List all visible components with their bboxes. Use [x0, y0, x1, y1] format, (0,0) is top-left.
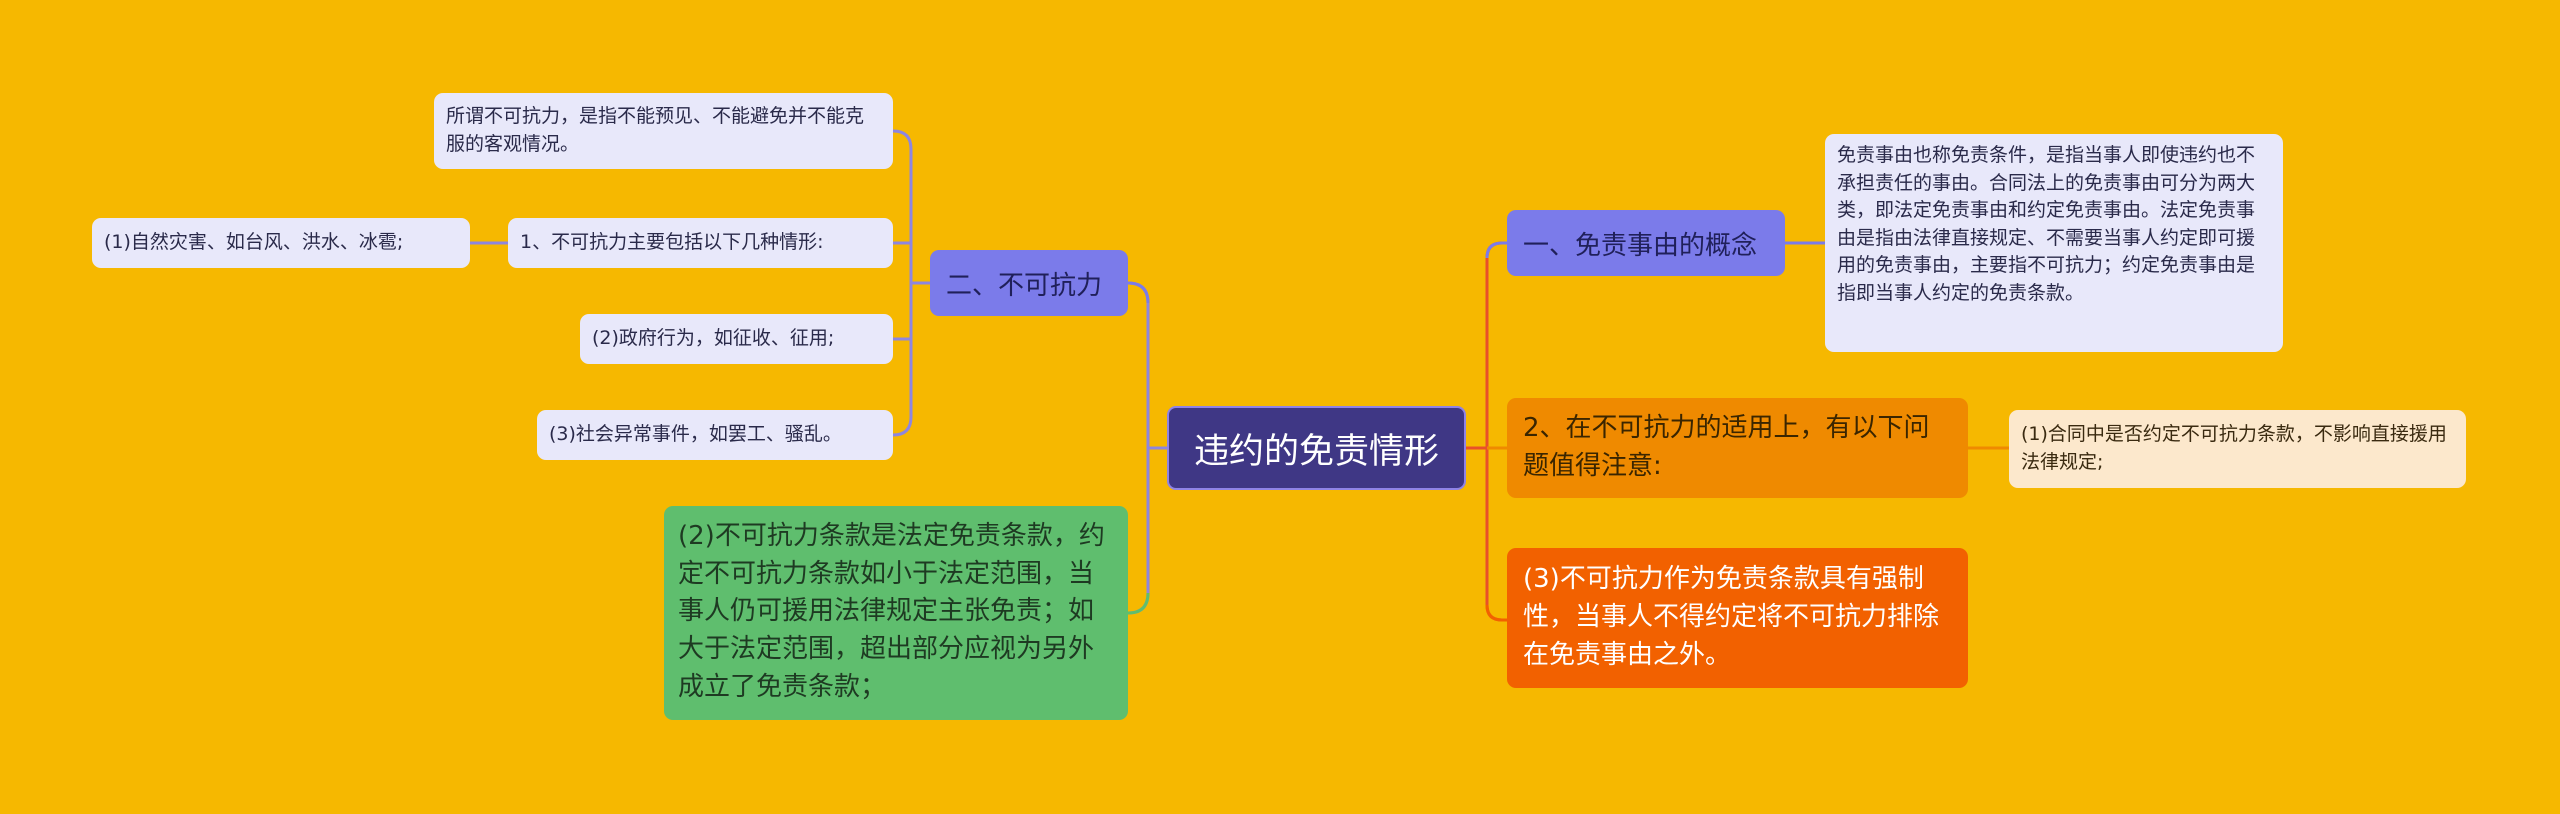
edge-left-trunk — [1127, 281, 1150, 615]
edge-to-statutory — [1127, 592, 1150, 615]
force-majeure-node[interactable]: 二、不可抗力 — [930, 250, 1128, 316]
edge-fm-branches — [892, 129, 913, 437]
root-node[interactable]: 违约的免责情形 — [1167, 406, 1466, 490]
situation-item-1[interactable]: (1)自然灾害、如台风、洪水、冰雹; — [92, 218, 470, 268]
edge-to-concept — [1485, 241, 1507, 259]
situation-item-3[interactable]: (3)社会异常事件，如罢工、骚乱。 — [537, 410, 893, 460]
edge-to-force-majeure — [1127, 281, 1150, 304]
statutory-clause-node[interactable]: (2)不可抗力条款是法定免责条款，约定不可抗力条款如小于法定范围，当事人仍可援用… — [664, 506, 1128, 720]
concept-detail-node[interactable]: 免责事由也称免责条件，是指当事人即使违约也不承担责任的事由。合同法上的免责事由可… — [1825, 134, 2283, 352]
situations-node[interactable]: 1、不可抗力主要包括以下几种情形: — [508, 218, 893, 268]
situation-item-2[interactable]: (2)政府行为，如征收、征用; — [580, 314, 893, 364]
edge-to-mandatory — [1485, 604, 1507, 622]
application-detail-node[interactable]: (1)合同中是否约定不可抗力条款，不影响直接援用法律规定; — [2009, 410, 2466, 488]
concept-node[interactable]: 一、免责事由的概念 — [1507, 210, 1785, 276]
edge-right-trunk — [1485, 241, 1503, 622]
application-node[interactable]: 2、在不可抗力的适用上，有以下问题值得注意: — [1507, 398, 1968, 498]
mandatory-node[interactable]: (3)不可抗力作为免责条款具有强制性，当事人不得约定将不可抗力排除在免责事由之外… — [1507, 548, 1968, 688]
definition-node[interactable]: 所谓不可抗力，是指不能预见、不能避免并不能克服的客观情况。 — [434, 93, 893, 169]
